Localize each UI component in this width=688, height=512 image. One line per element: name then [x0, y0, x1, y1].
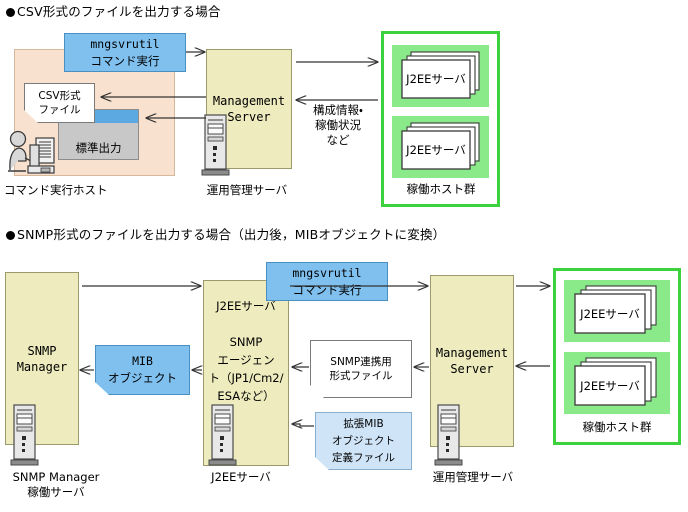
server-tower-icon-snmp-manager — [9, 403, 41, 469]
svg-text:J2EEサーバ: J2EEサーバ — [579, 307, 640, 321]
mngsvrutil-command-box-1: mngsvrutil コマンド実行 — [64, 33, 186, 72]
user-workstation-icon — [6, 130, 72, 178]
mngsvrutil-command-label-2: mngsvrutil コマンド実行 — [292, 265, 362, 297]
mgmt-server-caption-2: 運用管理サーバ — [432, 470, 514, 484]
mngsvrutil-command-box-2: mngsvrutil コマンド実行 — [266, 262, 388, 301]
host-pool-caption-2: 稼働ホスト群 — [582, 420, 652, 434]
server-tower-icon-2 — [433, 403, 465, 469]
section2-heading: SNMP形式のファイルを出力する場合（出力後，MIBオブジェクトに変換） — [6, 228, 445, 242]
snmp-manager-caption: SNMP Manager 稼働サーバ — [12, 470, 100, 499]
flow-info-label-1: 構成情報・ 稼働状況 など — [313, 103, 363, 147]
section2-heading-text: SNMP形式のファイルを出力する場合（出力後，MIBオブジェクトに変換） — [17, 227, 446, 242]
section1-heading-text: CSV形式のファイルを出力する場合 — [17, 4, 221, 19]
command-exec-host-label: コマンド実行ホスト — [4, 183, 108, 197]
mngsvrutil-command-label-1: mngsvrutil コマンド実行 — [90, 36, 160, 68]
ext-mib-file-label: 拡張MIB オブジェクト 定義ファイル — [332, 417, 395, 464]
ext-mib-file-doc: 拡張MIB オブジェクト 定義ファイル — [315, 412, 412, 470]
snmp-manager-box: SNMP Manager — [5, 272, 79, 445]
snmp-format-file-doc: SNMP連携用 形式ファイル — [310, 340, 412, 398]
svg-text:J2EEサーバ: J2EEサーバ — [579, 379, 640, 393]
server-tower-icon-1 — [200, 113, 232, 179]
bullet-icon — [6, 8, 15, 17]
host-pool-caption-1: 稼働ホスト群 — [406, 182, 476, 196]
csv-file-doc: CSV形式 ファイル — [24, 83, 95, 123]
management-server-label-1: Management Server — [212, 94, 286, 124]
csv-file-label: CSV形式 ファイル — [38, 90, 81, 116]
snmp-manager-label: SNMP Manager — [16, 343, 68, 374]
j2ee-server-stack-2b: J2EEサーバ — [572, 356, 664, 410]
j2ee-server-title-2: J2EEサーバ — [216, 299, 276, 313]
j2ee-server-caption-2: J2EEサーバ — [211, 470, 271, 484]
server-tower-icon-j2ee-2 — [207, 403, 239, 469]
j2ee-server-stack-1a: J2EEサーバ — [399, 50, 485, 102]
section1-heading: CSV形式のファイルを出力する場合 — [6, 5, 221, 19]
management-server-label-2: Management Server — [435, 346, 509, 376]
standard-output-highlight-bar — [93, 110, 138, 123]
snmp-format-file-label: SNMP連携用 形式ファイル — [329, 356, 393, 382]
j2ee-server-stack-2a: J2EEサーバ — [572, 284, 664, 338]
j2ee-server-stack-1b: J2EEサーバ — [399, 121, 485, 173]
svg-text:J2EEサーバ: J2EEサーバ — [405, 143, 466, 157]
standard-output-label: 標準出力 — [75, 141, 122, 155]
snmp-agent-label: SNMP エージェン ト（JP1/Cm2/ ESAなど） — [208, 335, 284, 403]
bullet-icon-2 — [6, 231, 15, 240]
mgmt-server-caption-1: 運用管理サーバ — [206, 183, 288, 197]
mib-object-doc: MIB オブジェクト — [95, 345, 190, 395]
svg-text:J2EEサーバ: J2EEサーバ — [405, 72, 466, 86]
mib-object-label: MIB オブジェクト — [108, 354, 177, 385]
